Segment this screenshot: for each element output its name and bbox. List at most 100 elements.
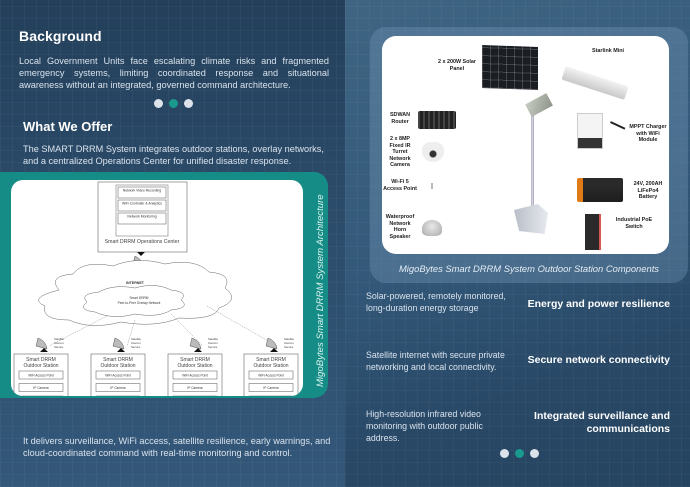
poe-switch-image: [585, 214, 601, 250]
mast-panel-image: [525, 93, 553, 117]
page-dot-1[interactable]: [154, 99, 163, 108]
label-horn-speaker: Waterproof Network Horn Speaker: [385, 214, 415, 240]
label-poe-switch: Industrial PoE Switch: [615, 217, 653, 230]
station-module-label: IP Camera: [187, 386, 202, 390]
satellite-service-label: Service: [208, 345, 218, 349]
label-mppt-charger: MPPT Charger with WiFi Module: [629, 124, 667, 144]
mast-pole-image: [531, 111, 534, 216]
station-module-box: [95, 383, 141, 392]
station-module-label: IP Camera: [263, 386, 278, 390]
station-module-label: IP Camera: [33, 386, 48, 390]
dish-mount: [40, 348, 48, 352]
components-image: 2 x 200W Solar Panel Starlink Mini SDWAN…: [382, 36, 669, 254]
feature-1-title: Energy and power resilience: [527, 298, 670, 310]
background-text: Local Government Units face escalating c…: [19, 56, 329, 90]
dish-mount: [194, 348, 202, 352]
satellite-service-label: Service: [284, 345, 294, 349]
satellite-service-label: Internet: [54, 341, 64, 345]
feature-1-description: Solar-powered, remotely monitored, long-…: [366, 291, 506, 313]
label-wifi-ap: Wi-Fi 5 Access Point: [383, 179, 417, 192]
station-module-label: WiFi Access Point: [258, 373, 284, 377]
station-module-box: [18, 370, 64, 380]
wifi-ap-image: [431, 183, 433, 189]
components-caption: MigoBytes Smart DRRM System Outdoor Stat…: [399, 263, 659, 274]
mast-base-image: [514, 204, 548, 234]
feature-2-title: Secure network connectivity: [527, 354, 670, 366]
station-title: Smart DRRM: [180, 357, 210, 363]
dish-mount: [117, 348, 125, 352]
overlay-label-2: Peer-to-Peer Overlay Network: [118, 301, 161, 305]
station-module-box: [18, 383, 64, 392]
page-dot-2-active[interactable]: [169, 99, 178, 108]
background-heading: Background: [19, 28, 102, 44]
station-title: Outdoor Station: [23, 363, 58, 369]
architecture-svg: Network Video Recording WiFi Controller …: [13, 181, 299, 396]
wifi-module-image: [606, 121, 626, 137]
station-module-box: [172, 383, 218, 392]
feature-2-description: Satellite internet with secure private n…: [366, 350, 505, 372]
architecture-diagram: Network Video Recording WiFi Controller …: [11, 180, 303, 396]
station-module-label: WiFi Access Point: [28, 373, 54, 377]
pagination-dots-bottom: [500, 449, 539, 458]
station-title: Outdoor Station: [253, 363, 288, 369]
components-section: 2 x 200W Solar Panel Starlink Mini SDWAN…: [345, 0, 690, 487]
offer-closing-text: It delivers surveillance, WiFi access, s…: [23, 436, 331, 458]
station-module-label: WiFi Access Point: [105, 373, 131, 377]
station-title: Outdoor Station: [177, 363, 212, 369]
sdwan-router-image: [418, 111, 456, 129]
satellite-dish-icon: [35, 337, 48, 350]
solar-panel-image: [482, 45, 538, 90]
pagination-dots-top: [154, 99, 193, 108]
starlink-image: [561, 66, 629, 100]
internet-cloud: INTERNET Smart DRRM Peer-to-Peer Overlay…: [38, 260, 232, 326]
horn-speaker-image: [422, 220, 442, 236]
page-dot-1[interactable]: [500, 449, 509, 458]
satellite-service-label: Satellite: [284, 337, 294, 341]
satellite-dish-icon: [112, 337, 125, 350]
satellite-service-label: Service: [54, 345, 64, 349]
station-module-box: [172, 370, 218, 380]
label-battery: 24V, 200AH LiFePo4 Battery: [633, 181, 663, 201]
satellite-service-label: Satellite: [54, 337, 64, 341]
satellite-service-label: Satellite: [208, 337, 218, 341]
label-sdwan-router: SDWAN Router: [389, 112, 411, 125]
station-title: Smart DRRM: [103, 357, 133, 363]
satellite-service-label: Internet: [208, 341, 218, 345]
satellite-service-label: Internet: [284, 341, 294, 345]
dish-mount: [270, 348, 278, 352]
satellite-service-label: Internet: [131, 341, 141, 345]
overlay-label-1: Smart DRRM: [130, 296, 149, 300]
satellite-service-label: Service: [131, 345, 141, 349]
architecture-caption: MigoBytes Smart DRRM System Architecture: [315, 194, 326, 387]
station-module-box: [248, 370, 294, 380]
camera-image: [422, 142, 444, 162]
satellite-dish-icon: [265, 337, 278, 350]
ops-module-3: Network Monitoring: [127, 215, 156, 219]
station-module-label: WiFi Access Point: [182, 373, 208, 377]
station-title: Smart DRRM: [26, 357, 56, 363]
page-dot-3[interactable]: [530, 449, 539, 458]
ops-module-1: Network Video Recording: [123, 189, 161, 193]
page-dot-2-active[interactable]: [515, 449, 524, 458]
station-title: Smart DRRM: [256, 357, 286, 363]
feature-3-description: High-resolution infrared video monitorin…: [366, 409, 483, 443]
page-dot-3[interactable]: [184, 99, 193, 108]
station-title: Outdoor Station: [100, 363, 135, 369]
ops-module-2: WiFi Controller & Analytics: [122, 202, 162, 206]
label-solar-panel: 2 x 200W Solar Panel: [437, 59, 477, 72]
battery-image: [577, 178, 623, 202]
mppt-charger-image: [577, 113, 603, 149]
label-camera: 2 x 8MP Fixed IR Turret Network Camera: [389, 136, 411, 169]
station-module-box: [95, 370, 141, 380]
label-starlink: Starlink Mini: [591, 48, 625, 54]
internet-label: INTERNET: [126, 281, 145, 285]
operations-center: Network Video Recording WiFi Controller …: [97, 181, 188, 253]
ops-center-label: Smart DRRM Operations Center: [105, 239, 180, 245]
station-module-box: [248, 383, 294, 392]
satellite-dish-icon: [189, 337, 202, 350]
